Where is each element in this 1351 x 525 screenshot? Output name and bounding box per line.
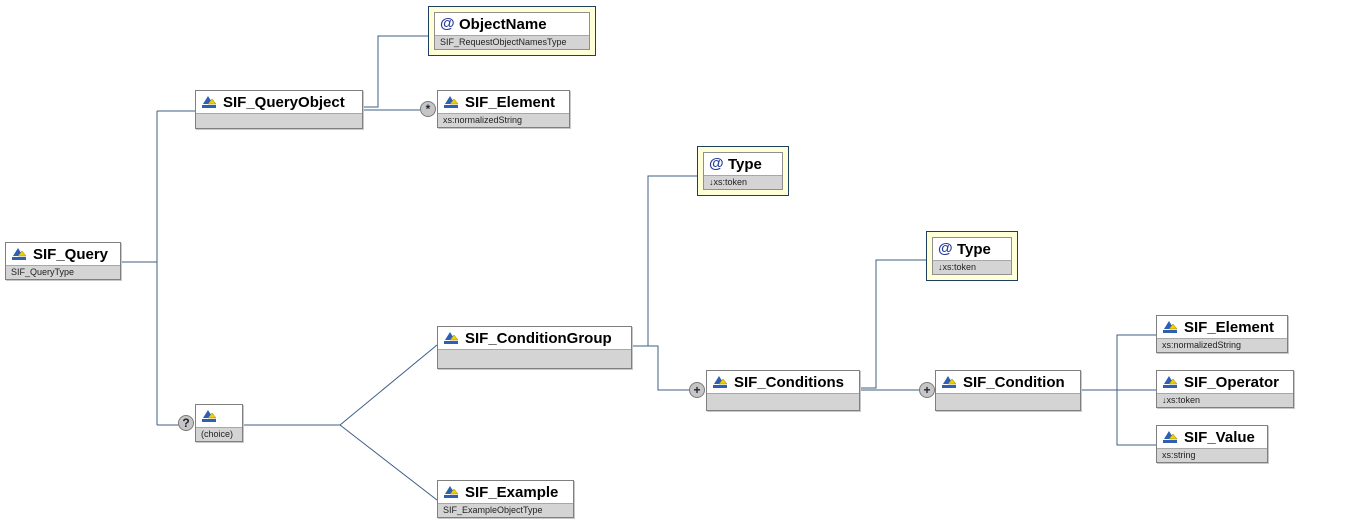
optional-badge[interactable]: ? — [178, 415, 194, 431]
type-conditions-type: ↓xs:token — [933, 261, 1011, 274]
sif-element-top-type: xs:normalizedString — [438, 114, 569, 127]
type-conditions-name: Type — [957, 240, 991, 258]
at-icon: @ — [709, 155, 724, 172]
sif-value-name: SIF_Value — [1184, 428, 1255, 446]
type-group-type: ↓xs:token — [704, 176, 782, 189]
sif-value-element[interactable]: SIF_Value xs:string — [1156, 425, 1268, 463]
sif-element-cond-name: SIF_Element — [1184, 318, 1275, 336]
type-group-name: Type — [728, 155, 762, 173]
sif-queryobject-element[interactable]: SIF_QueryObject — [195, 90, 363, 129]
objectname-type: SIF_RequestObjectNamesType — [435, 36, 589, 49]
element-icon — [1162, 429, 1178, 445]
element-icon — [941, 374, 957, 390]
sif-operator-type: ↓xs:token — [1157, 394, 1293, 407]
sif-element-cond-element[interactable]: SIF_Element xs:normalizedString — [1156, 315, 1288, 353]
sif-conditions-name: SIF_Conditions — [734, 373, 844, 391]
sif-element-cond-type: xs:normalizedString — [1157, 339, 1287, 352]
sif-query-element[interactable]: SIF_Query SIF_QueryType — [5, 242, 121, 280]
element-icon — [11, 246, 27, 262]
sif-conditions-element[interactable]: SIF_Conditions — [706, 370, 860, 411]
choice-label: (choice) — [196, 428, 242, 441]
element-icon — [443, 94, 459, 110]
element-icon — [1162, 319, 1178, 335]
sif-query-type: SIF_QueryType — [6, 266, 120, 279]
sif-condition-type — [936, 394, 1080, 410]
at-icon: @ — [938, 240, 953, 257]
element-icon — [201, 94, 217, 110]
objectname-name: ObjectName — [459, 15, 547, 33]
element-icon — [443, 484, 459, 500]
objectname-attribute[interactable]: @ObjectName SIF_RequestObjectNamesType — [428, 6, 596, 56]
sif-condition-name: SIF_Condition — [963, 373, 1065, 391]
sif-conditiongroup-type — [438, 350, 631, 368]
sif-operator-element[interactable]: SIF_Operator ↓xs:token — [1156, 370, 1294, 408]
at-icon: @ — [440, 15, 455, 32]
type-attribute-group[interactable]: @Type ↓xs:token — [697, 146, 789, 196]
sif-conditiongroup-name: SIF_ConditionGroup — [465, 329, 612, 347]
sif-example-name: SIF_Example — [465, 483, 559, 501]
sif-queryobject-type — [196, 114, 362, 128]
sif-queryobject-name: SIF_QueryObject — [223, 93, 345, 111]
element-icon — [1162, 374, 1178, 390]
sif-value-type: xs:string — [1157, 449, 1267, 462]
sif-condition-element[interactable]: SIF_Condition — [935, 370, 1081, 411]
element-icon — [712, 374, 728, 390]
type-attribute-conditions[interactable]: @Type ↓xs:token — [926, 231, 1018, 281]
sif-conditions-type — [707, 394, 859, 410]
choice-compositor[interactable]: (choice) — [195, 404, 243, 442]
sif-element-top-element[interactable]: SIF_Element xs:normalizedString — [437, 90, 570, 128]
expand-condition-badge[interactable]: + — [919, 382, 935, 398]
sif-example-element[interactable]: SIF_Example SIF_ExampleObjectType — [437, 480, 574, 518]
multiplicity-many-badge[interactable]: * — [420, 101, 436, 117]
sif-operator-name: SIF_Operator — [1184, 373, 1280, 391]
element-icon — [443, 330, 459, 346]
sif-element-top-name: SIF_Element — [465, 93, 556, 111]
sif-conditiongroup-element[interactable]: SIF_ConditionGroup — [437, 326, 632, 369]
sif-example-type: SIF_ExampleObjectType — [438, 504, 573, 517]
choice-icon — [201, 408, 217, 424]
expand-conditions-badge[interactable]: + — [689, 382, 705, 398]
sif-query-name: SIF_Query — [33, 245, 109, 263]
